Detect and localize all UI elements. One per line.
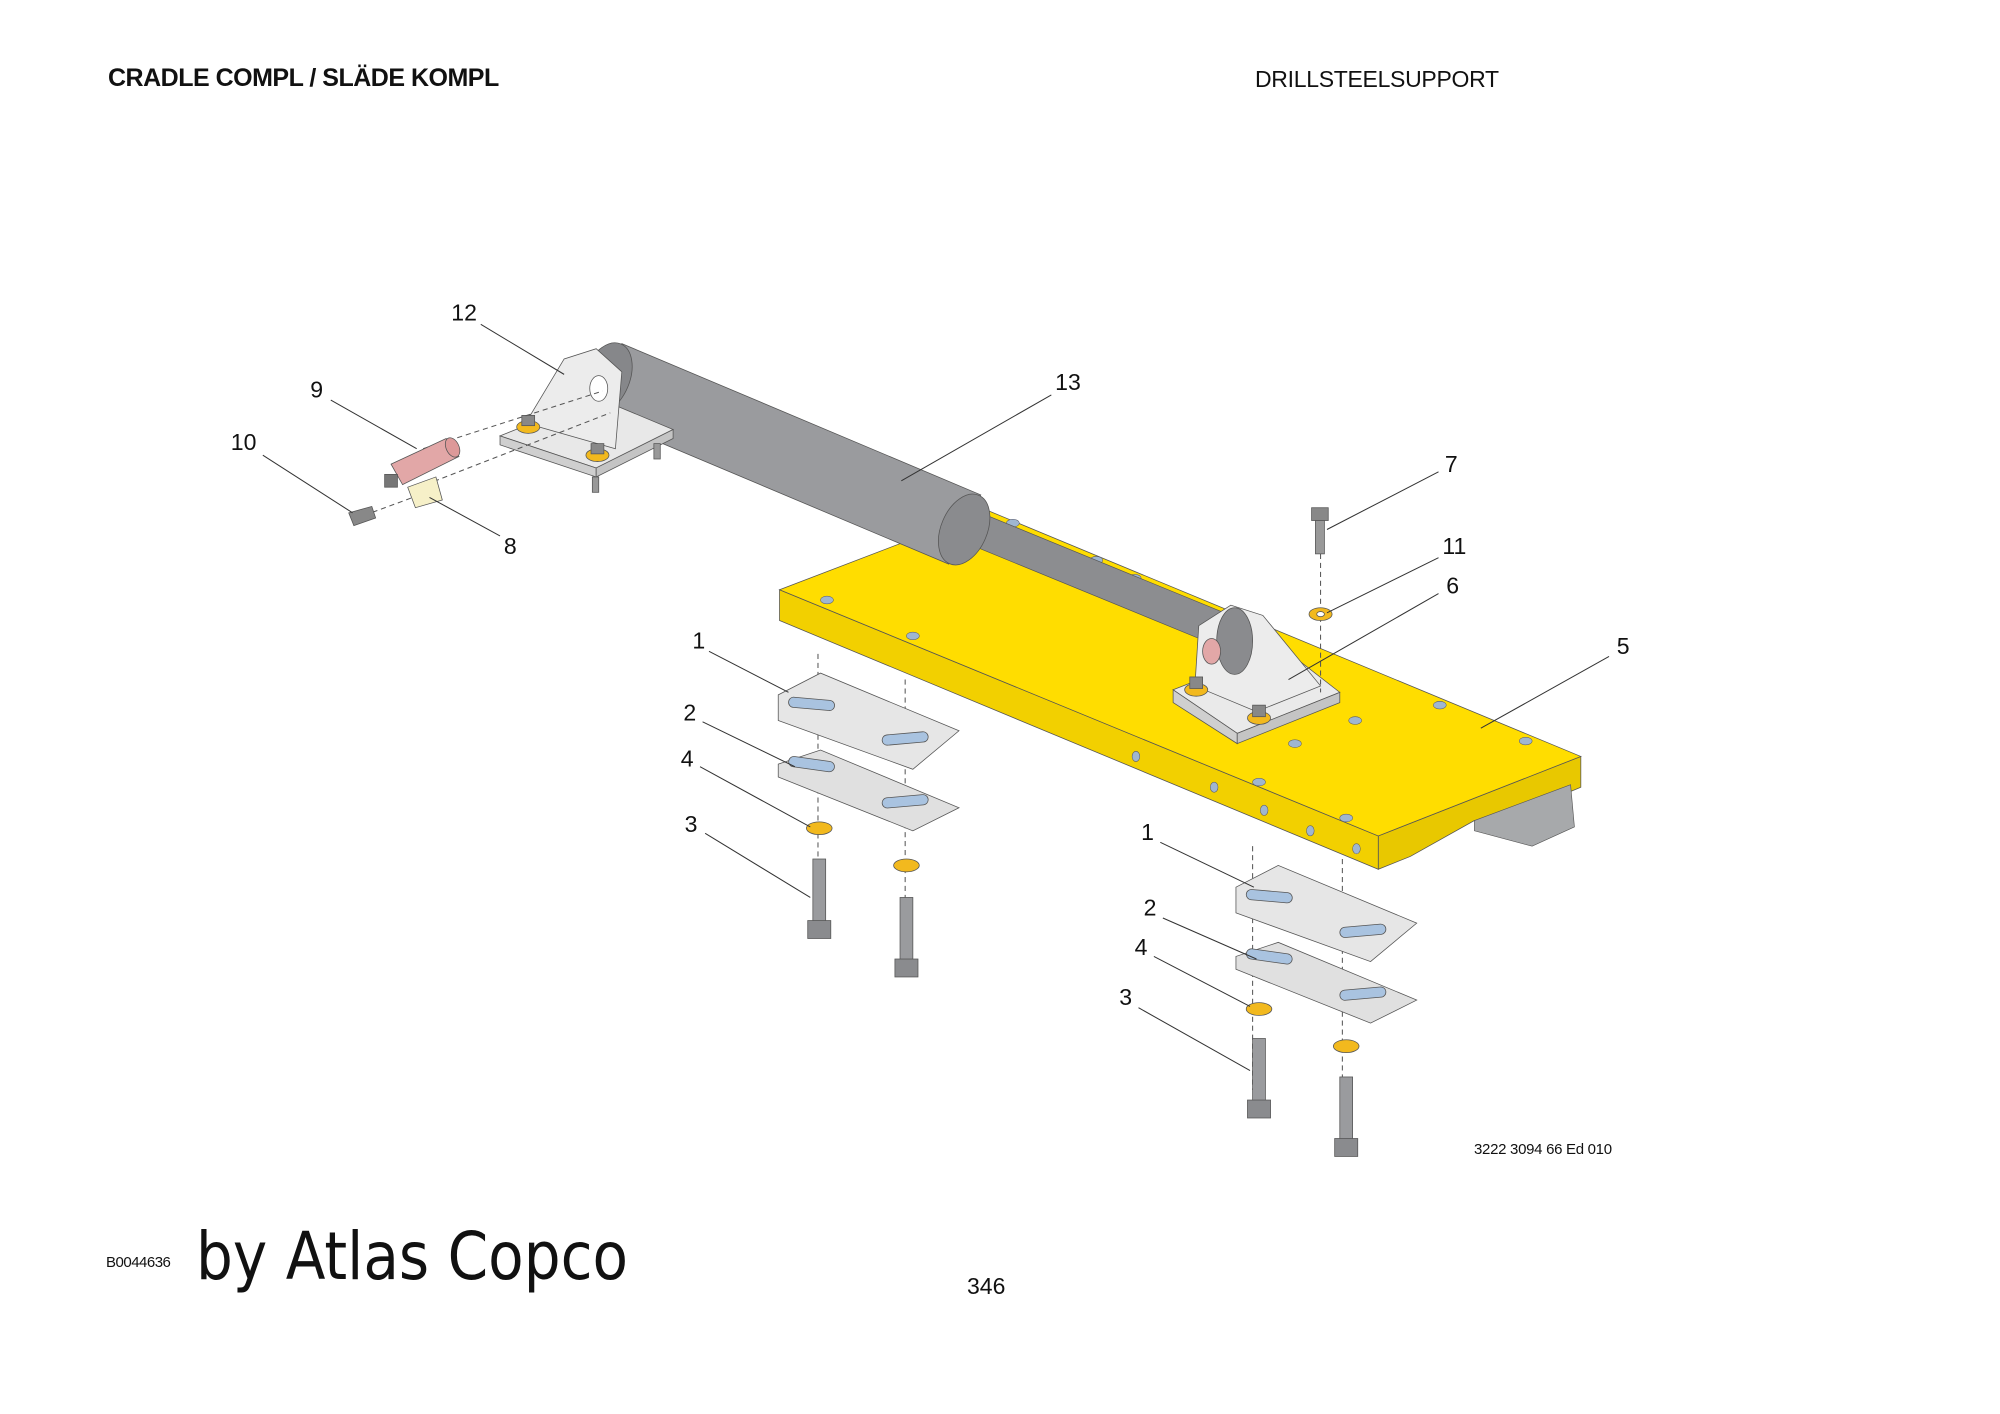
brand-text: by Atlas Copco <box>196 1218 629 1295</box>
callout-12: 12 <box>451 300 477 326</box>
leader-lines <box>262 323 1610 1072</box>
left-bracket <box>498 348 675 493</box>
slide-plate <box>778 509 1582 870</box>
bolt-washer-top <box>1308 507 1333 693</box>
right-bracket <box>1172 604 1341 745</box>
callout-10: 10 <box>231 429 257 455</box>
callout-6: 6 <box>1446 573 1459 599</box>
callout-4-left: 4 <box>681 746 694 772</box>
callout-2-right: 2 <box>1144 894 1157 920</box>
section-title: DRILLSTEELSUPPORT <box>1255 66 1499 92</box>
page-title: CRADLE COMPL / SLÄDE KOMPL <box>108 64 499 92</box>
pin-assembly <box>348 390 611 527</box>
callout-1-right: 1 <box>1141 819 1154 845</box>
callout-5: 5 <box>1617 633 1630 659</box>
page-number: 346 <box>967 1273 1006 1299</box>
callout-1-left: 1 <box>692 628 705 654</box>
callout-13: 13 <box>1055 369 1081 395</box>
image-id: B0044636 <box>106 1254 171 1271</box>
callout-9: 9 <box>310 376 323 402</box>
callout-4-right: 4 <box>1135 934 1148 960</box>
callout-7: 7 <box>1445 451 1458 477</box>
callout-2-left: 2 <box>683 700 696 726</box>
callout-11: 11 <box>1442 533 1466 559</box>
guide-pads-right <box>1235 846 1418 1157</box>
callout-3-left: 3 <box>685 811 698 837</box>
document-number: 3222 3094 66 Ed 010 <box>1474 1141 1612 1158</box>
callout-8: 8 <box>504 533 517 559</box>
guide-pads-left <box>777 653 960 978</box>
callout-3-right: 3 <box>1119 984 1132 1010</box>
